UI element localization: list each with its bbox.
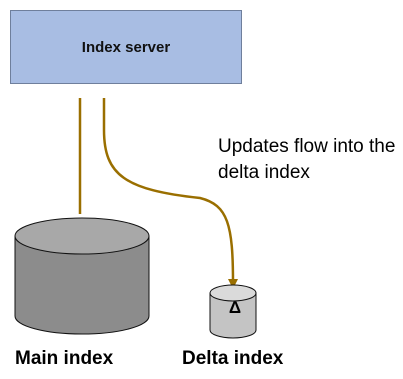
delta-arrowhead xyxy=(228,279,238,289)
main-index-database xyxy=(14,217,150,335)
main-index-label: Main index xyxy=(15,348,114,369)
delta-symbol: Δ xyxy=(228,298,242,317)
flow-caption: Updates flow into the delta index xyxy=(218,136,396,183)
index-server-label: Index server xyxy=(81,38,171,56)
server-to-delta-connector xyxy=(102,98,235,284)
delta-index-database xyxy=(209,284,257,339)
delta-index-label: Delta index xyxy=(182,348,284,369)
index-server-box: Index server xyxy=(10,10,242,84)
